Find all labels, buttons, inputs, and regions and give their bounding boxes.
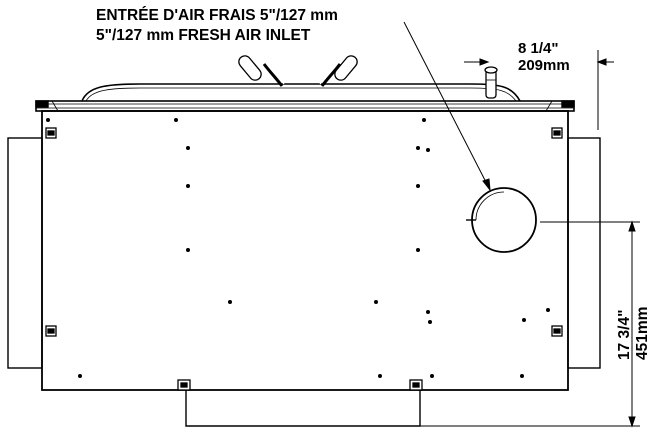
mounting-tabs [45, 127, 563, 391]
screw-holes [46, 118, 550, 378]
dim-offset-lines [464, 50, 614, 130]
right-side-panel [567, 137, 601, 369]
vent-pipe [484, 66, 498, 99]
fresh-air-inlet [466, 187, 537, 253]
inlet-callout-english: 5"/127 mm FRESH AIR INLET [96, 27, 311, 44]
firebox-body [41, 110, 569, 391]
dim-height-lines [420, 220, 640, 428]
right-door-handle [319, 55, 358, 87]
top-flange [35, 100, 575, 112]
door-frame [81, 83, 521, 102]
inlet-callout-french: ENTRÉE D'AIR FRAIS 5"/127 mm [96, 7, 338, 24]
offset-dimension-metric: 209mm [518, 57, 570, 74]
bottom-extension [185, 390, 421, 427]
left-side-panel [7, 137, 43, 369]
height-dimension-imperial: 17 3/4" [616, 309, 633, 360]
inlet-leader [403, 21, 491, 192]
left-door-handle [238, 55, 285, 87]
offset-dimension-imperial: 8 1/4" [518, 40, 559, 57]
height-dimension-metric: 451mm [634, 306, 651, 360]
